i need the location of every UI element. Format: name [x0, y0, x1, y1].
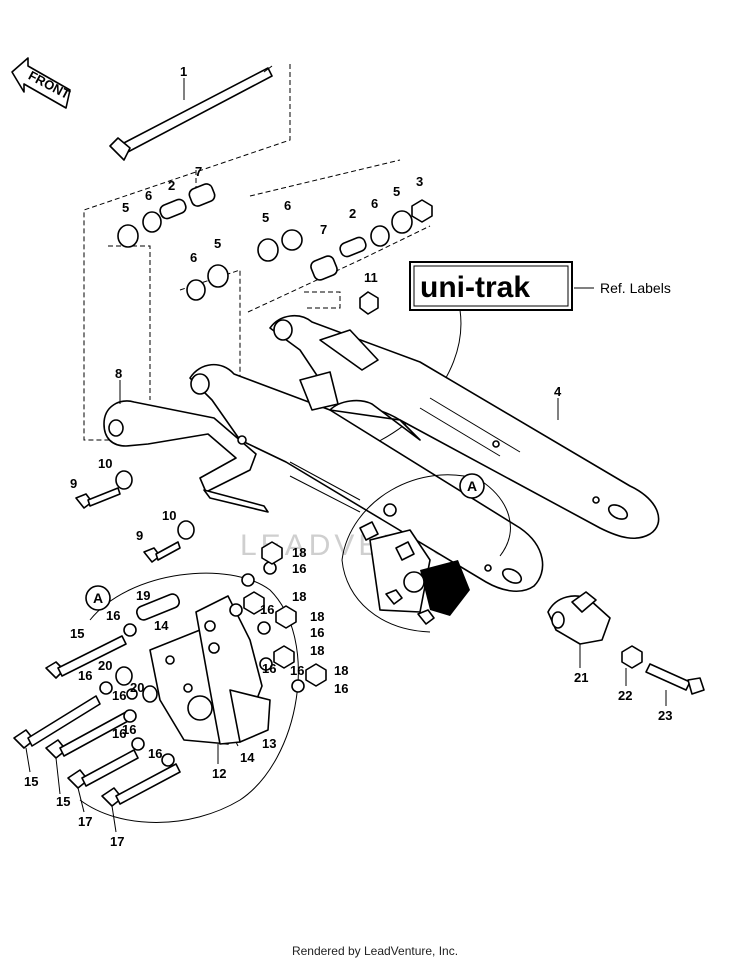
callout-9: 9: [136, 528, 143, 543]
callout-6: 6: [284, 198, 291, 213]
callout-10: 10: [162, 508, 176, 523]
callout-16: 16: [260, 602, 274, 617]
callout-18: 18: [310, 609, 324, 624]
detail-marker-right: A: [467, 478, 477, 494]
callout-15: 15: [56, 794, 70, 809]
exploded-guide-lines: [83, 64, 431, 441]
callout-16: 16: [122, 722, 136, 737]
callout-12: 12: [212, 766, 226, 781]
callout-16: 16: [310, 625, 324, 640]
callout-11: 11: [364, 270, 378, 285]
callout-20: 20: [130, 680, 144, 695]
callout-16: 16: [112, 688, 126, 703]
callout-3: 3: [416, 174, 423, 189]
callout-23: 23: [658, 708, 672, 723]
callout-19: 19: [136, 588, 150, 603]
detail-marker-left: A: [93, 590, 103, 606]
callout-5: 5: [262, 210, 269, 225]
callout-18: 18: [334, 663, 348, 678]
callout-9: 9: [70, 476, 77, 491]
ref-labels-text: Ref. Labels: [600, 280, 671, 296]
chain-guide-bolts: [75, 470, 195, 563]
front-arrow: FRONT: [11, 57, 73, 109]
callout-labels: 1 5 6 2 7 6 5 5 6 7 2 6 5 3 11 4 8 10 9 …: [24, 64, 672, 849]
detail-a-left: A: [13, 541, 327, 823]
callout-2: 2: [168, 178, 175, 193]
swingarm: [189, 315, 660, 593]
callout-18: 18: [310, 643, 324, 658]
callout-5: 5: [393, 184, 400, 199]
callout-8: 8: [115, 366, 122, 381]
callout-14: 14: [240, 750, 255, 765]
callout-7: 7: [195, 164, 202, 179]
callout-17: 17: [110, 834, 124, 849]
callout-16: 16: [334, 681, 348, 696]
callout-5: 5: [122, 200, 129, 215]
callout-18: 18: [292, 589, 306, 604]
callout-14: 14: [154, 618, 169, 633]
left-bearing-group: [117, 183, 229, 301]
callout-16: 16: [106, 608, 120, 623]
callout-6: 6: [190, 250, 197, 265]
callout-13: 13: [262, 736, 276, 751]
brand-label: uni-trak: [420, 271, 530, 304]
callout-6: 6: [371, 196, 378, 211]
detail-a-right: A: [341, 473, 511, 633]
callout-1: 1: [180, 64, 187, 79]
callout-15: 15: [24, 774, 38, 789]
right-bearing-group: [257, 199, 433, 315]
right-end-parts: [547, 591, 705, 695]
pivot-shaft: [109, 65, 273, 161]
callout-20: 20: [98, 658, 112, 673]
callout-16: 16: [290, 663, 304, 678]
callout-16: 16: [112, 726, 126, 741]
callout-5: 5: [214, 236, 221, 251]
callout-22: 22: [618, 688, 632, 703]
callout-16: 16: [262, 661, 276, 676]
callout-16: 16: [78, 668, 92, 683]
leader-lines: [25, 78, 667, 833]
callout-18: 18: [292, 545, 306, 560]
chain-guide: [103, 400, 269, 513]
callout-21: 21: [574, 670, 588, 685]
callout-4: 4: [554, 384, 562, 399]
callout-15: 15: [70, 626, 84, 641]
callout-6: 6: [145, 188, 152, 203]
callout-17: 17: [78, 814, 92, 829]
callout-16: 16: [148, 746, 162, 761]
callout-2: 2: [349, 206, 356, 221]
callout-16: 16: [292, 561, 306, 576]
callout-10: 10: [98, 456, 112, 471]
uni-trak-label: uni-trak: [409, 261, 573, 311]
footer-credit: Rendered by LeadVenture, Inc.: [291, 944, 459, 958]
callout-7: 7: [320, 222, 327, 237]
